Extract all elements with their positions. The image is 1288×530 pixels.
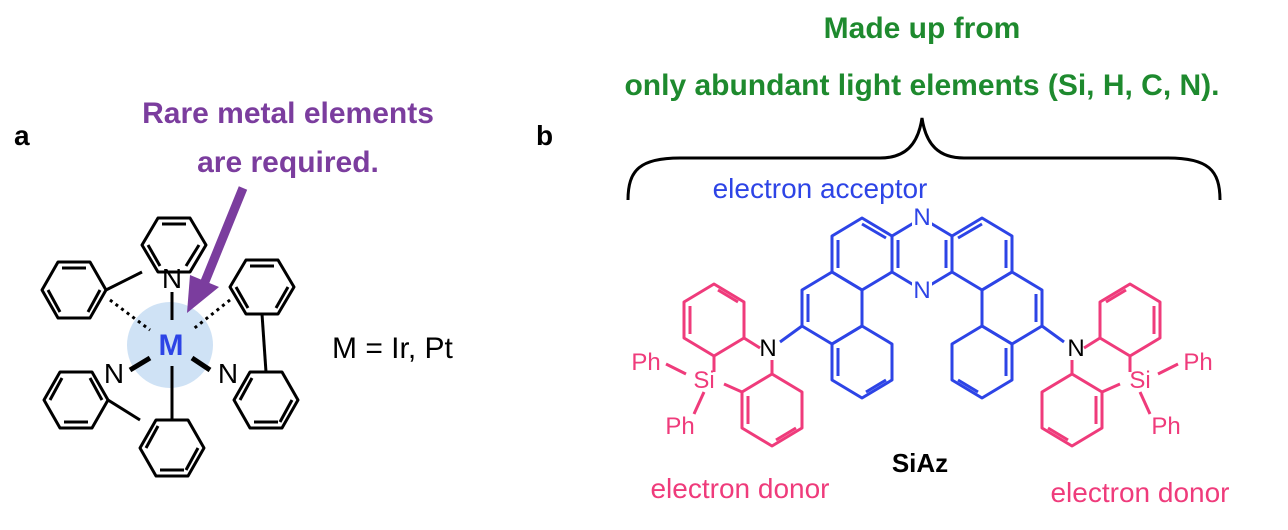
donor-ph-left-1: Ph: [631, 349, 660, 376]
panel-b: b Made up from only abundant light eleme…: [536, 12, 1230, 508]
acceptor-n-top: N: [913, 204, 930, 231]
donor-si-left: Si: [693, 367, 714, 394]
pyridine-ring-top: [140, 216, 208, 274]
rare-metal-arrow: [187, 186, 248, 313]
donor-ph-left-2: Ph: [665, 413, 694, 440]
n-mid-mask: [912, 280, 932, 302]
panel-b-label: b: [536, 120, 553, 151]
grouping-brace: [626, 117, 1222, 201]
phenyl-ring-top-right: [228, 258, 296, 316]
donor-ph-right-1: Ph: [1183, 349, 1212, 376]
donor-n-right: N: [1067, 335, 1084, 362]
metal-complex-structure: [40, 216, 300, 478]
rare-metal-callout-line2: are required.: [197, 146, 379, 179]
donor-structure-right: [1040, 282, 1179, 448]
pyridine-ring-left: [42, 370, 110, 430]
acceptor-structure: [779, 216, 1065, 400]
complex-n-right: N: [218, 358, 238, 389]
metal-formula: M = Ir, Pt: [332, 332, 454, 365]
acceptor-label: electron acceptor: [713, 173, 928, 204]
phenyl-ring-bottom: [138, 418, 206, 478]
donor-ph-right-2: Ph: [1151, 413, 1180, 440]
light-elements-headline-line2: only abundant light elements (Si, H, C, …: [624, 69, 1219, 102]
rare-metal-callout-line1: Rare metal elements: [142, 97, 434, 130]
donor-label-left: electron donor: [650, 473, 829, 504]
acceptor-n-bottom: N: [913, 277, 930, 304]
phenyl-ring-top-left: [40, 260, 108, 320]
panel-a-label: a: [14, 120, 30, 151]
donor-structure-left: [665, 282, 804, 448]
metal-symbol: M: [159, 329, 184, 362]
donor-label-right: electron donor: [1050, 477, 1229, 508]
light-elements-headline-line1: Made up from: [824, 12, 1021, 45]
n-top-mask: [912, 206, 932, 228]
metal-center-glow: [127, 302, 213, 388]
complex-n-top: N: [162, 263, 182, 294]
compound-name: SiAz: [892, 448, 948, 478]
pyridine-ring-right: [232, 370, 300, 430]
panel-a: a Rare metal elements are required.: [14, 97, 454, 478]
donor-n-left: N: [759, 335, 776, 362]
donor-si-right: Si: [1129, 367, 1150, 394]
complex-n-left: N: [104, 358, 124, 389]
